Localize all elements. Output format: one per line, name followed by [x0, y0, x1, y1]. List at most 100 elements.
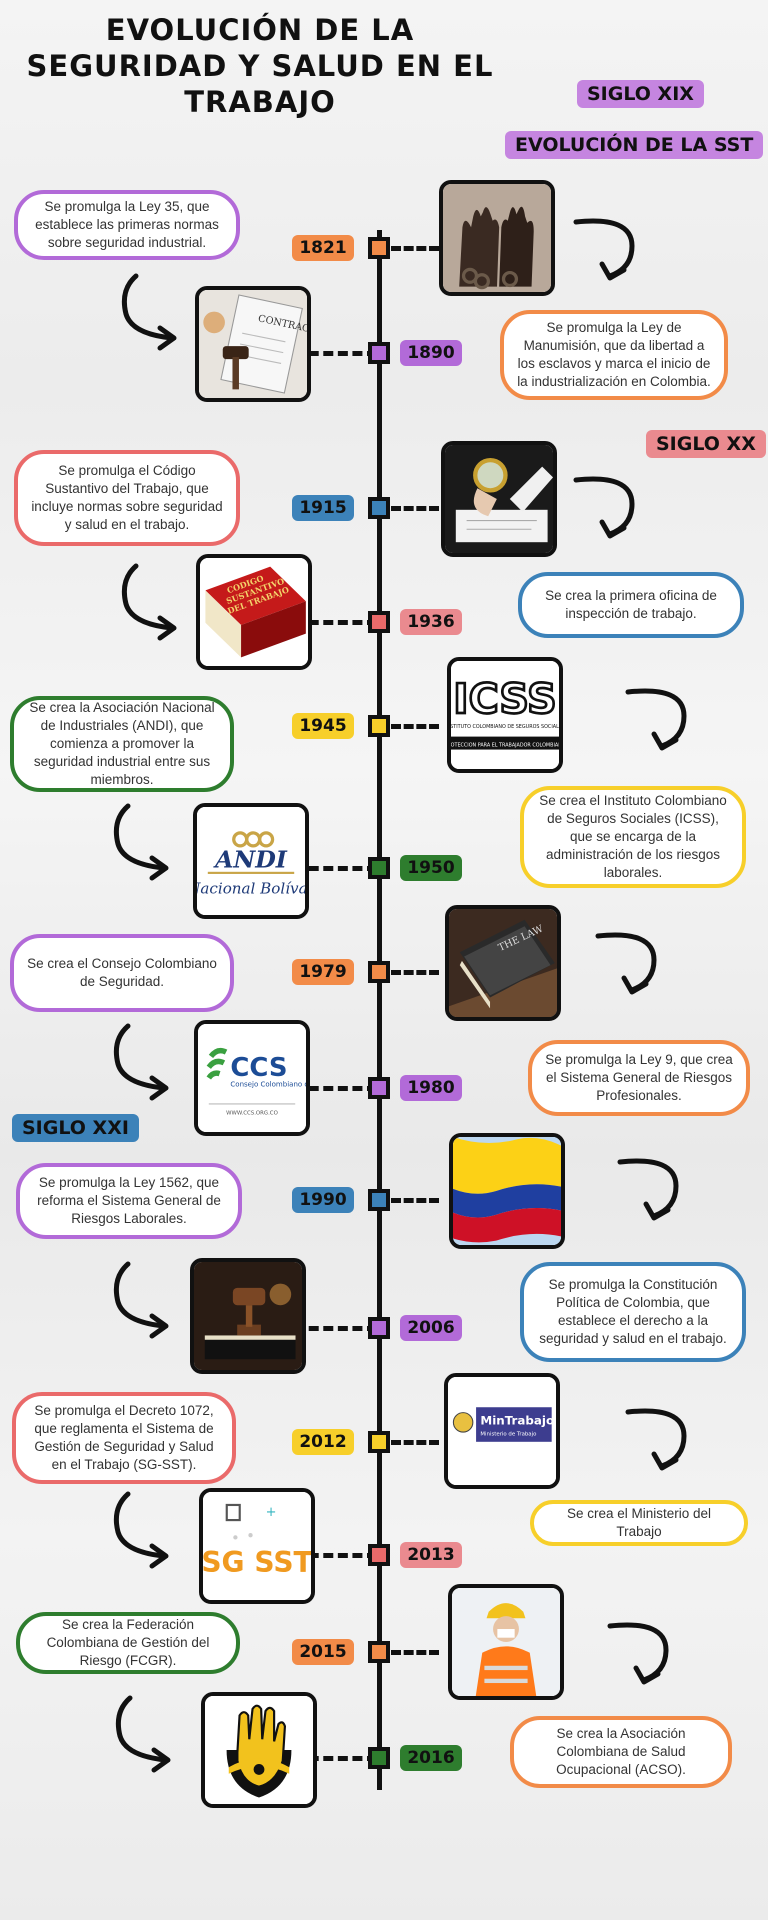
year-label: 2006 [400, 1315, 462, 1341]
safety-worker-image [448, 1584, 564, 1700]
svg-text:CCS: CCS [230, 1053, 287, 1083]
svg-text:Ministerio de Trabajo: Ministerio de Trabajo [480, 1431, 536, 1437]
timeline-node [368, 1544, 390, 1566]
page-title: EVOLUCIÓN DE LA SEGURIDAD Y SALUD EN EL … [26, 13, 494, 119]
timeline-node [368, 857, 390, 879]
year-label: 2016 [400, 1745, 462, 1771]
timeline-connector [265, 1756, 377, 1761]
year-label: 1821 [292, 235, 354, 261]
colombia-flag-image [449, 1133, 565, 1249]
timeline-connector [391, 1440, 439, 1445]
year-label: 1915 [292, 495, 354, 521]
svg-text:Nacional Bolívar: Nacional Bolívar [197, 879, 305, 897]
timeline-connector [391, 506, 439, 511]
timeline-node [368, 1077, 390, 1099]
timeline-node [368, 1189, 390, 1211]
event-description: Se promulga la Ley de Manumisión, que da… [500, 310, 728, 400]
gavel-book-image [190, 1258, 306, 1374]
timeline-node [368, 611, 390, 633]
magnifier-inspection-image [441, 441, 557, 557]
year-label: 1936 [400, 609, 462, 635]
svg-text:INSTITUTO COLOMBIANO DE SEGURO: INSTITUTO COLOMBIANO DE SEGUROS SOCIALES [451, 724, 559, 730]
event-description: Se crea el Consejo Colombiano de Segurid… [10, 934, 234, 1012]
year-label: 1890 [400, 340, 462, 366]
timeline-node [368, 497, 390, 519]
timeline-connector [265, 1086, 377, 1091]
svg-text:MinTrabajo: MinTrabajo [480, 1414, 554, 1428]
timeline-connector [265, 866, 377, 871]
year-label: 2012 [292, 1429, 354, 1455]
svg-text:ICSS: ICSS [453, 675, 556, 723]
timeline-node [368, 1431, 390, 1453]
codigo-sustantivo-book-image: CODIGOSUSTANTIVODEL TRABAJO [196, 554, 312, 670]
svg-text:PROTECCION PARA EL TRABAJADOR: PROTECCION PARA EL TRABAJADOR COLOMBIANO [451, 742, 559, 748]
curved-arrow-icon [568, 210, 648, 290]
year-label: 1945 [292, 713, 354, 739]
svg-text:SG SST: SG SST [203, 1546, 311, 1579]
event-description: Se promulga la Constitución Política de … [520, 1262, 746, 1362]
century-badge-xix: SIGLO XIX [577, 80, 704, 108]
event-description: Se promulga la Ley 1562, que reforma el … [16, 1163, 242, 1239]
curved-arrow-icon [118, 270, 198, 351]
event-description: Se promulga el Decreto 1072, que reglame… [12, 1392, 236, 1484]
event-description: Se promulga la Ley 35, que establece las… [14, 190, 240, 260]
timeline-connector [391, 970, 439, 975]
curved-arrow-icon [568, 468, 648, 548]
curved-arrow-icon [118, 560, 198, 641]
law-book-image: THE LAW [445, 905, 561, 1021]
timeline-connector [391, 1650, 439, 1655]
timeline-subtitle: EVOLUCIÓN DE LA SST [505, 131, 764, 159]
hand-shield-logo-image [201, 1692, 317, 1808]
year-label: 1950 [400, 855, 462, 881]
curved-arrow-icon [112, 1692, 192, 1773]
timeline-connector [265, 1553, 377, 1558]
timeline-connector [391, 1198, 439, 1203]
year-label: 1980 [400, 1075, 462, 1101]
curved-arrow-icon [602, 1614, 682, 1694]
timeline-connector [265, 351, 377, 356]
event-description: Se crea el Instituto Colombiano de Segur… [520, 786, 746, 888]
curved-arrow-icon [110, 1020, 190, 1101]
timeline-node [368, 237, 390, 259]
event-description: Se crea la Asociación Nacional de Indust… [10, 696, 234, 792]
curved-arrow-icon [612, 1150, 692, 1230]
sg-sst-image: + SG SST [199, 1488, 315, 1604]
timeline-node [368, 961, 390, 983]
curved-arrow-icon [620, 680, 700, 760]
svg-text:WWW.CCS.ORG.CO: WWW.CCS.ORG.CO [226, 1111, 278, 1117]
timeline-spine [377, 230, 382, 1790]
icss-logo-image: ICSS INSTITUTO COLOMBIANO DE SEGUROS SOC… [447, 657, 563, 773]
svg-text:+: + [266, 1505, 277, 1520]
year-label: 2015 [292, 1639, 354, 1665]
curved-arrow-icon [620, 1400, 700, 1480]
timeline-connector [391, 724, 439, 729]
andi-logo-image: ANDI Nacional Bolívar [193, 803, 309, 919]
svg-text:ANDI: ANDI [213, 845, 288, 873]
timeline-node [368, 342, 390, 364]
timeline-node [368, 1641, 390, 1663]
curved-arrow-icon [590, 924, 670, 1004]
event-description: Se promulga la Ley 9, que crea el Sistem… [528, 1040, 750, 1116]
contract-gavel-image: CONTRACT [195, 286, 311, 402]
year-label: 1990 [292, 1187, 354, 1213]
year-label: 1979 [292, 959, 354, 985]
curved-arrow-icon [110, 1258, 190, 1339]
century-badge-xx: SIGLO XX [646, 430, 766, 458]
event-description: Se promulga el Código Sustantivo del Tra… [14, 450, 240, 546]
timeline-connector [265, 1326, 377, 1331]
event-description: Se crea la Federación Colombiana de Gest… [16, 1612, 240, 1674]
curved-arrow-icon [110, 800, 190, 881]
curved-arrow-icon [110, 1488, 190, 1569]
timeline-connector [265, 620, 377, 625]
svg-text:Consejo Colombiano de Segurida: Consejo Colombiano de Seguridad [230, 1080, 306, 1089]
timeline-connector [391, 246, 439, 251]
timeline-node [368, 715, 390, 737]
event-description: Se crea el Ministerio del Trabajo [530, 1500, 748, 1546]
ccs-logo-image: CCS Consejo Colombiano de Seguridad WWW.… [194, 1020, 310, 1136]
event-description: Se crea la primera oficina de inspección… [518, 572, 744, 638]
mintrabajo-logo-image: MinTrabajo Ministerio de Trabajo [444, 1373, 560, 1489]
event-description: Se crea la Asociación Colombiana de Salu… [510, 1716, 732, 1788]
century-badge-xxi: SIGLO XXI [12, 1114, 139, 1142]
year-label: 2013 [400, 1542, 462, 1568]
timeline-node [368, 1317, 390, 1339]
